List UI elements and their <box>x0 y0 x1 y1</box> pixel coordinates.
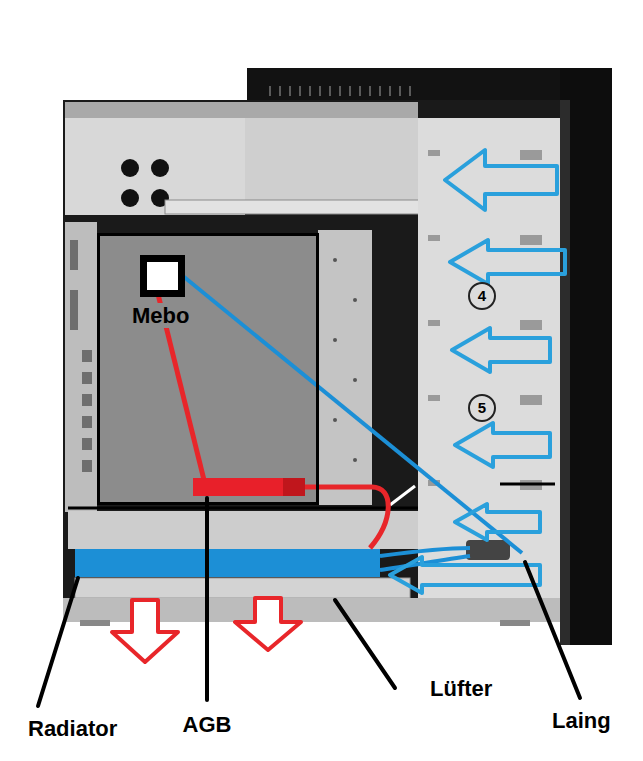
cpu-block-face <box>147 262 178 290</box>
white-tube <box>390 486 415 505</box>
callout-number: 4 <box>478 287 486 304</box>
front-panel <box>560 68 612 645</box>
cpu-block <box>140 255 185 297</box>
callout-number: 5 <box>478 399 486 416</box>
leader-line <box>335 600 395 688</box>
bottom-compartment <box>68 511 418 549</box>
motherboard-tray <box>318 230 372 505</box>
exhaust-arrow <box>235 598 301 650</box>
divider-line <box>68 507 418 510</box>
psu-holes <box>121 159 169 207</box>
leader-line <box>525 562 580 698</box>
leader-line <box>205 498 209 700</box>
fan <box>75 578 410 598</box>
drive-cage <box>418 118 560 620</box>
motherboard-box: Mebo <box>97 233 319 505</box>
rear-io-panel <box>65 222 97 512</box>
part-label: Radiator <box>28 716 117 741</box>
reservoir-cap <box>283 478 305 496</box>
slot-covers <box>70 240 92 472</box>
board-label: Mebo <box>130 303 191 328</box>
front-panel-edge <box>560 100 570 645</box>
blue-tube <box>178 272 522 553</box>
blue-tube <box>380 548 470 556</box>
airflow-arrow <box>445 150 557 210</box>
motherboard-fill <box>99 235 317 503</box>
reservoir <box>193 478 305 496</box>
airflow-arrows <box>390 150 565 593</box>
callout-circle <box>469 283 495 309</box>
callout-circle <box>469 395 495 421</box>
part-label: Lüfter <box>430 676 492 701</box>
leader-lines <box>38 498 580 706</box>
case-top <box>247 68 612 102</box>
case-body <box>63 100 563 622</box>
airflow-arrow <box>455 504 540 540</box>
divider-line <box>500 483 555 486</box>
leader-line <box>38 578 78 706</box>
top-vent <box>270 86 410 96</box>
top-rail <box>65 102 418 118</box>
part-label: Laing <box>552 708 611 733</box>
exhaust-arrow <box>112 600 178 662</box>
radiator <box>75 549 380 577</box>
airflow-arrow <box>450 240 565 284</box>
tray-holes <box>333 258 357 462</box>
airflow-arrow <box>452 328 550 372</box>
pump <box>466 540 510 560</box>
airflow-arrow <box>455 423 550 467</box>
part-label: AGB <box>183 712 232 737</box>
airflow-arrow <box>390 557 540 593</box>
